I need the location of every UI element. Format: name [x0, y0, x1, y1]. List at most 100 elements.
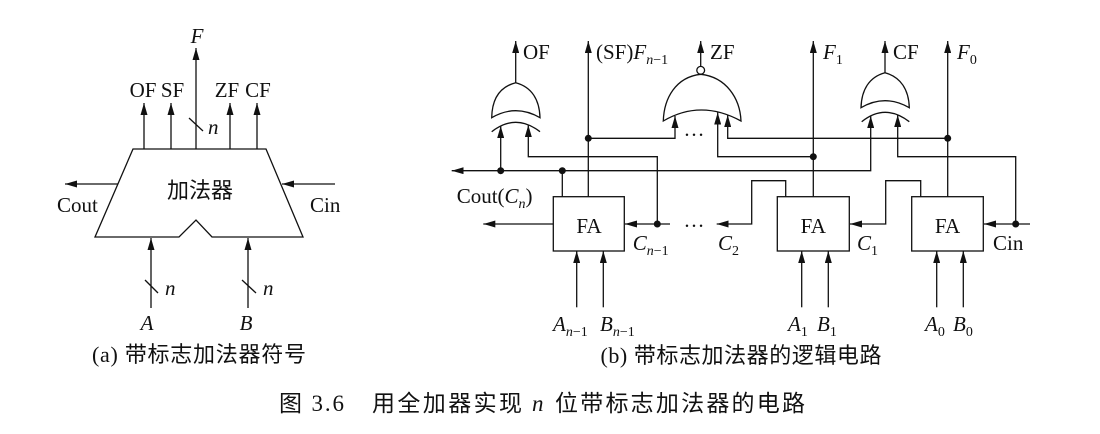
- panel-a-caption: (a) 带标志加法器符号: [92, 342, 306, 367]
- full-adder-label: FA: [576, 214, 602, 238]
- carry-main: C: [633, 231, 648, 255]
- xor-gate-carry: [860, 72, 910, 109]
- sign-prefix: (SF): [596, 40, 633, 64]
- adder-block-outline: [94, 148, 304, 238]
- full-adder-label: FA: [935, 214, 961, 238]
- junction-dot: [558, 167, 566, 175]
- carry-main: C: [857, 231, 872, 255]
- full-adder-0: [911, 196, 984, 252]
- input-main: B: [817, 312, 830, 336]
- nor-gate-zero: [662, 73, 742, 123]
- wire-carry-c2: [716, 180, 787, 228]
- carry-out-label: Cout: [57, 193, 98, 217]
- input-sub-var: n: [566, 325, 573, 340]
- f1-main: F: [822, 40, 836, 64]
- result-output-label: F: [190, 24, 204, 48]
- carry-out-label: Cout(Cn): [457, 184, 533, 212]
- full-adder-1: [776, 196, 850, 252]
- sign-sub-var: n: [646, 53, 653, 68]
- carry-in-label: Cin: [310, 193, 341, 217]
- xor-gate-overflow: [491, 82, 541, 119]
- carry-in-label: Cin: [993, 231, 1024, 255]
- figure-title-before: 用全加器实现: [372, 391, 522, 416]
- input-main: B: [953, 312, 966, 336]
- junction-dot: [809, 153, 817, 161]
- carry-in-n-1-label: Cn−1: [633, 231, 669, 259]
- input-a-bus-width-label: n: [165, 276, 176, 300]
- wire-cout-to-cf-xor: [562, 116, 875, 172]
- carry-chain-ellipsis: …: [684, 208, 705, 232]
- flag-label-zf: ZF: [215, 78, 240, 102]
- carry-sub-var: n: [647, 244, 654, 259]
- figure-caption: 图 3.6 用全加器实现 n 位带标志加法器的电路: [279, 391, 805, 416]
- junction-dot: [497, 167, 505, 175]
- input-main: A: [923, 312, 938, 336]
- adder-block-label: 加法器: [167, 178, 233, 203]
- f1-output-label: F1: [822, 40, 843, 68]
- carry-sub-num: −1: [654, 244, 669, 259]
- nor-inputs-ellipsis: …: [684, 117, 705, 141]
- full-adder-label: FA: [801, 214, 827, 238]
- xor-gate-carry-input-arc: [861, 111, 910, 123]
- wire-f1-to-nor: [714, 112, 814, 158]
- input-b1-label: B1: [817, 312, 837, 340]
- carry-c1-label: C1: [857, 231, 878, 259]
- result-bus-width-label: n: [208, 115, 219, 139]
- sign-output-label: (SF)Fn−1: [596, 40, 668, 68]
- wire-cn1-to-of-xor: [524, 125, 658, 224]
- bus-width-slash: [241, 279, 257, 294]
- f1-sub: 1: [836, 53, 843, 68]
- flag-label-of: OF: [130, 78, 157, 102]
- input-sub-num: 0: [966, 325, 973, 340]
- input-a0-label: A0: [923, 312, 945, 340]
- figure-number: 图 3.6: [279, 391, 344, 416]
- junction-dot: [1012, 220, 1020, 228]
- figure-title-variable: n: [532, 391, 544, 416]
- wire-cin-to-cf-xor: [894, 115, 1017, 224]
- wire-carry-c1: [850, 180, 922, 228]
- panel-a-adder-symbol: 加法器 n F OF SF ZF CF Cout Cin n A n B (a)…: [57, 24, 341, 367]
- flag-label-sf: SF: [161, 78, 184, 102]
- bus-width-slash: [188, 117, 204, 132]
- figure-title-after: 位带标志加法器的电路: [555, 391, 805, 416]
- junction-dot: [944, 134, 952, 142]
- input-a-label: A: [139, 311, 154, 335]
- xor-gate-overflow-input-arc: [491, 121, 541, 133]
- bus-width-slash: [144, 279, 159, 294]
- carry-out-suffix: ): [526, 184, 533, 208]
- wire-sf-to-nor: [588, 116, 679, 139]
- f0-main: F: [956, 40, 970, 64]
- zero-output-label: ZF: [710, 40, 735, 64]
- input-b-bus-width-label: n: [263, 276, 274, 300]
- input-b-label: B: [240, 311, 253, 335]
- input-b-n-1-label: Bn−1: [600, 312, 635, 340]
- input-main: A: [551, 312, 566, 336]
- junction-dot: [584, 134, 592, 142]
- input-a1-label: A1: [786, 312, 808, 340]
- flag-label-cf: CF: [245, 78, 271, 102]
- carry-sub-num: 1: [871, 244, 878, 259]
- panel-b-caption: (b) 带标志加法器的逻辑电路: [601, 343, 882, 368]
- carry-c2-label: C2: [718, 231, 739, 259]
- carry-flag-output-label: CF: [893, 40, 919, 64]
- f0-sub: 0: [970, 53, 977, 68]
- input-sub-num: 1: [801, 325, 808, 340]
- carry-out-main: C: [505, 184, 520, 208]
- panel-b-logic-circuit: OF (SF)Fn−1 ZF … F1 CF F0: [451, 40, 1030, 368]
- f0-output-label: F0: [956, 40, 977, 68]
- nor-inversion-bubble: [696, 65, 706, 75]
- input-sub-num: 1: [830, 325, 837, 340]
- input-sub-num: −1: [573, 325, 588, 340]
- carry-main: C: [718, 231, 733, 255]
- carry-sub-num: 2: [732, 244, 739, 259]
- input-sub-var: n: [613, 325, 620, 340]
- input-main: B: [600, 312, 613, 336]
- input-b0-label: B0: [953, 312, 973, 340]
- input-sub-num: 0: [938, 325, 945, 340]
- input-main: A: [786, 312, 801, 336]
- input-sub-num: −1: [620, 325, 635, 340]
- carry-out-prefix: Cout(: [457, 184, 505, 208]
- overflow-output-label: OF: [523, 40, 550, 64]
